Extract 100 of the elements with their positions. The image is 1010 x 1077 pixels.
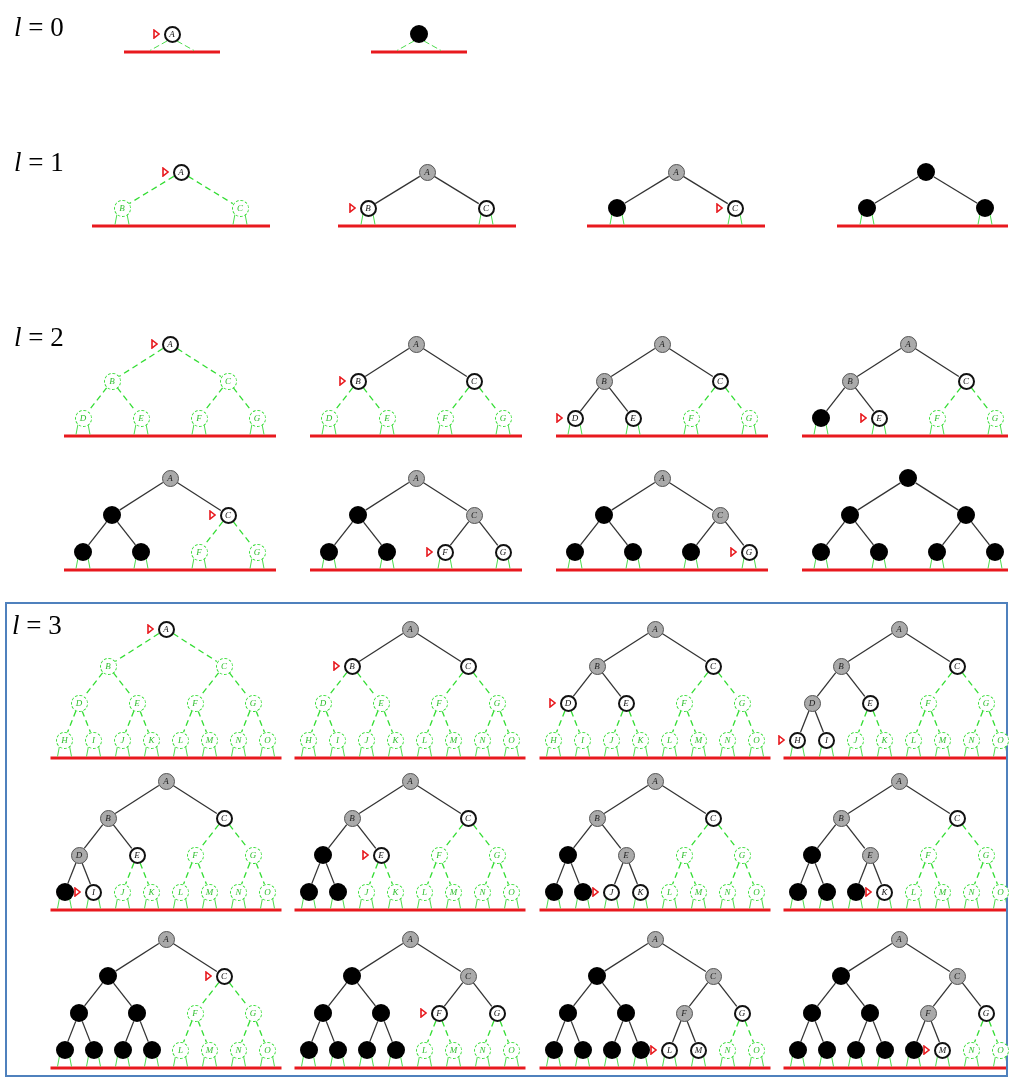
tree-node: A xyxy=(653,469,671,487)
tree-node: L xyxy=(661,1041,678,1059)
tree-node: M xyxy=(201,883,218,901)
tree-node: A xyxy=(407,469,425,487)
tree-edge xyxy=(729,862,740,885)
tree-edge xyxy=(433,175,480,205)
tree-edge xyxy=(854,521,875,546)
tree-node xyxy=(55,1041,74,1059)
tree-node: C xyxy=(459,657,477,675)
tree-edge xyxy=(364,481,410,511)
tree-node xyxy=(803,1004,821,1022)
tree-node: D xyxy=(74,409,92,427)
tree-node: E xyxy=(861,694,879,712)
tree-node: N xyxy=(963,883,980,901)
tree-node: E xyxy=(128,694,146,712)
tree-node xyxy=(812,543,830,561)
tree-node: L xyxy=(172,883,189,901)
tree-node: G xyxy=(740,409,758,427)
tree-edge xyxy=(613,710,624,733)
tree-edge xyxy=(847,784,893,815)
tree-edge xyxy=(139,1020,149,1043)
tree-node: M xyxy=(445,1041,462,1059)
tree-node: F xyxy=(186,694,204,712)
tree-edge xyxy=(825,387,846,412)
tree-node xyxy=(817,1041,836,1059)
tree-edge xyxy=(914,482,960,511)
tree-node: C xyxy=(948,657,966,675)
tree-node: M xyxy=(934,883,951,901)
tree-edge xyxy=(973,710,984,733)
tree-node: B xyxy=(588,657,606,675)
tree-node xyxy=(314,1004,332,1022)
tree-edge xyxy=(240,862,251,885)
tree-edge xyxy=(499,1020,510,1043)
tree-node: G xyxy=(488,1004,506,1022)
tree-edge xyxy=(356,982,377,1007)
tree-node: K xyxy=(632,731,649,749)
tree-node: N xyxy=(719,883,736,901)
tree-node: B xyxy=(832,657,850,675)
tree-edge xyxy=(930,1020,941,1043)
tree-node xyxy=(386,1041,405,1059)
tree-node xyxy=(624,543,642,561)
tree-edge xyxy=(729,710,740,733)
tree-edge xyxy=(671,1020,682,1043)
tree-node: F xyxy=(675,1004,693,1022)
tree-edge xyxy=(872,710,883,733)
tree-node xyxy=(986,543,1004,561)
tree-edge xyxy=(914,347,960,378)
tree-edge xyxy=(118,347,164,378)
tree-node: K xyxy=(143,731,160,749)
tree-node xyxy=(566,543,584,561)
tree-node: L xyxy=(416,731,433,749)
tree-node: F xyxy=(436,543,454,561)
tree-edge xyxy=(484,862,495,885)
tree-edge xyxy=(556,862,566,885)
tree-node: A xyxy=(401,930,419,948)
tree-node: L xyxy=(661,883,678,901)
tree-node: L xyxy=(905,883,922,901)
tree-node xyxy=(349,506,367,524)
tree-node: G xyxy=(740,543,758,561)
tree-node: B xyxy=(103,372,121,390)
tree-node: I xyxy=(329,731,346,749)
tree-node xyxy=(299,883,318,901)
tree-node: F xyxy=(675,694,693,712)
tree-edge xyxy=(988,862,999,885)
tree-node: K xyxy=(387,883,404,901)
tree-node: F xyxy=(430,1004,448,1022)
tree-edge xyxy=(800,1020,810,1043)
tree-edge xyxy=(814,1020,824,1043)
tree-node: O xyxy=(992,1041,1009,1059)
tree-edge xyxy=(988,710,999,733)
tree-edge xyxy=(970,521,991,546)
tree-edge xyxy=(845,982,866,1007)
tree-edge xyxy=(358,784,404,815)
tree-edge xyxy=(374,175,421,205)
tree-edge xyxy=(744,710,755,733)
tree-edge xyxy=(613,862,624,885)
tree-edge xyxy=(182,862,193,885)
tree-node xyxy=(103,506,121,524)
tree-node: B xyxy=(588,809,606,827)
tree-edge xyxy=(478,521,499,546)
tree-edge xyxy=(441,710,452,733)
tree-edge xyxy=(139,862,150,885)
tree-edge xyxy=(845,672,866,697)
tree-node: M xyxy=(934,1041,951,1059)
tree-edge xyxy=(961,982,982,1007)
tree-node xyxy=(858,199,876,217)
tree-edge xyxy=(172,632,218,663)
tree-edge xyxy=(426,862,437,885)
tree-node: B xyxy=(832,809,850,827)
tree-edge xyxy=(369,1020,379,1043)
tree-node: J xyxy=(603,731,620,749)
tree-edge xyxy=(426,1020,437,1043)
tree-node xyxy=(899,469,917,487)
tree-edge xyxy=(87,521,108,546)
tree-edge xyxy=(426,710,437,733)
tree-node: D xyxy=(70,694,88,712)
tree-edge xyxy=(556,1020,566,1043)
tree-node: G xyxy=(488,846,506,864)
tree-edge xyxy=(682,175,729,205)
tree-node: N xyxy=(719,731,736,749)
